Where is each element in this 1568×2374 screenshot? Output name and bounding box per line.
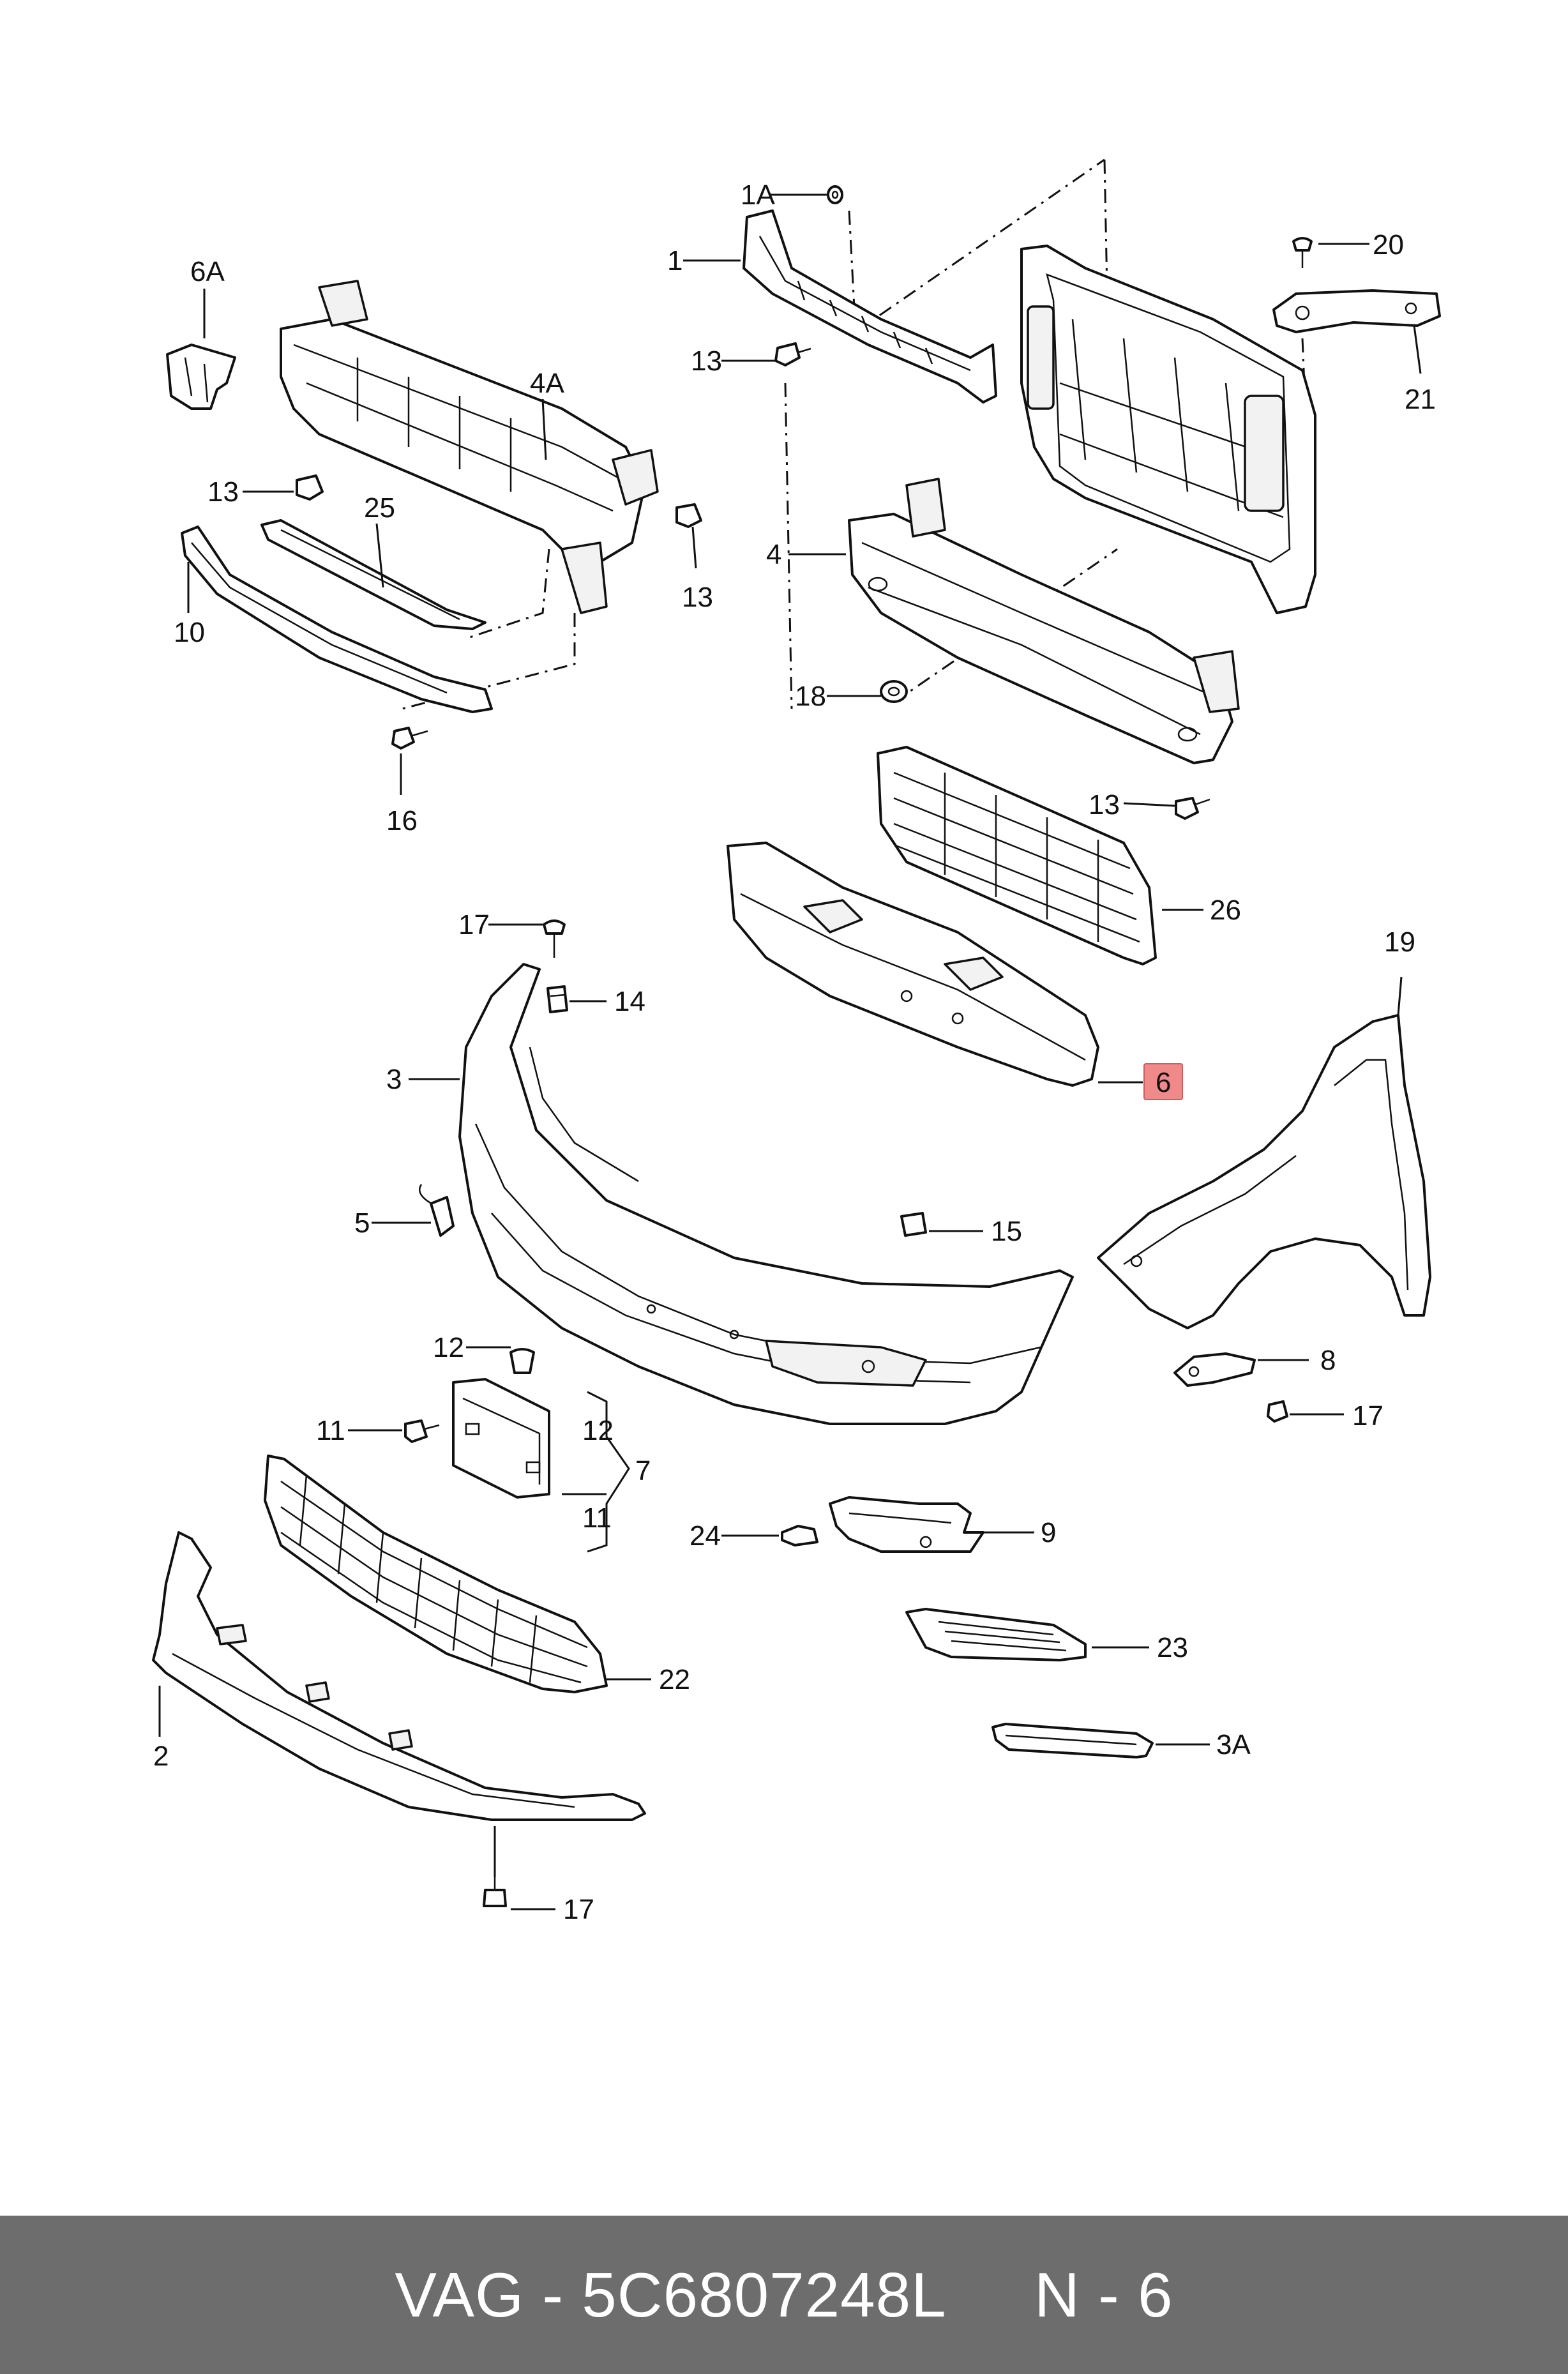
callout-6A: 6A (190, 256, 225, 287)
callout-2: 2 (153, 1741, 169, 1772)
callout-4: 4 (766, 539, 781, 570)
callout-4A: 4A (530, 368, 564, 399)
part-3-bumper-cover (458, 963, 1074, 1425)
callout-5: 5 (354, 1207, 370, 1239)
part-10-trim (181, 525, 493, 713)
part-23-grille-insert (905, 1608, 1087, 1661)
callout-16: 16 (386, 805, 418, 836)
part-13-screw-4A (675, 503, 702, 528)
callout-13-26: 13 (1089, 789, 1120, 820)
part-1A-nut (827, 185, 843, 204)
callout-1: 1 (667, 245, 682, 276)
callout-21: 21 (1405, 384, 1436, 415)
callout-17-bottom: 17 (563, 1894, 594, 1925)
callout-1A: 1A (741, 179, 775, 211)
part-25-strip (260, 519, 486, 630)
callout-13-4A: 13 (682, 582, 713, 613)
part-3A-trim (991, 1723, 1154, 1758)
part-13-screw-top (774, 342, 811, 367)
part-12-screw (509, 1348, 535, 1374)
part-4-beam (848, 478, 1240, 764)
part-7-plate-holder (452, 1378, 550, 1499)
callout-17-8: 17 (1352, 1400, 1383, 1432)
part-14-clip (547, 985, 568, 1013)
callout-14: 14 (614, 986, 645, 1017)
part-5-cap (419, 1184, 455, 1237)
part-20-screw (1292, 237, 1313, 268)
callout-15: 15 (991, 1216, 1022, 1247)
part-2-spoiler (152, 1531, 646, 1821)
callout-24: 24 (690, 1520, 721, 1552)
part-16-screw (391, 727, 428, 750)
callout-19: 19 (1384, 926, 1415, 958)
part-6A-clip (166, 344, 236, 410)
part-18-nut (880, 680, 908, 703)
callout-26: 26 (1210, 895, 1241, 926)
part-15-clip (900, 1212, 927, 1237)
callout-17-top: 17 (458, 909, 490, 941)
part-22-grille (264, 1455, 608, 1693)
callout-13-top: 13 (691, 345, 722, 377)
part-26-air-guide (877, 746, 1157, 965)
parts-diagram: 1A 1 13 20 21 6A 4A 13 25 13 10 4 18 16 … (152, 158, 1441, 1925)
part-21-bracket (1272, 289, 1441, 333)
callout-7: 7 (635, 1455, 651, 1486)
callout-11-group: 11 (582, 1502, 612, 1534)
part-19-fender (1097, 1014, 1431, 1329)
callout-3A: 3A (1216, 1729, 1251, 1760)
part-17-screw-bottom (483, 1877, 507, 1907)
part-6-absorber (727, 842, 1099, 1087)
callout-13-left: 13 (207, 476, 239, 508)
callout-22: 22 (659, 1664, 690, 1695)
callout-10: 10 (174, 617, 205, 648)
callout-11-screw: 11 (316, 1415, 345, 1446)
part-9-bracket (829, 1496, 984, 1553)
part-13-screw-left (296, 474, 324, 501)
callout-9: 9 (1041, 1517, 1056, 1548)
part-4A-beam (280, 280, 659, 614)
leader-lines (158, 193, 1422, 1910)
callout-20: 20 (1373, 229, 1404, 261)
part-8-bracket (1173, 1352, 1256, 1387)
highlight-box-6 (1143, 1063, 1183, 1100)
part-1-bracket (743, 209, 997, 404)
callout-8: 8 (1320, 1345, 1336, 1376)
part-17-screw-8 (1267, 1400, 1288, 1423)
callout-6: 6 (1156, 1067, 1171, 1098)
footer-bar: VAG - 5C6807248L N - 6 (0, 2216, 1568, 2374)
callout-12-group: 12 (582, 1415, 614, 1446)
part-24-clip (781, 1525, 818, 1546)
callout-3: 3 (386, 1064, 402, 1095)
part-lock-carrier (1020, 245, 1316, 614)
part-13-screw-26 (1175, 797, 1210, 820)
part-17-screw-top (543, 919, 566, 958)
callout-23: 23 (1157, 1632, 1188, 1663)
callout-labels: 1A 1 13 20 21 6A 4A 13 25 13 10 4 18 16 … (153, 179, 1436, 1925)
callout-25: 25 (364, 492, 395, 524)
callout-18: 18 (795, 681, 826, 712)
part-11-screw (404, 1419, 440, 1443)
callout-12-screw: 12 (433, 1332, 464, 1363)
footer-part-number: VAG - 5C6807248L N - 6 (395, 2259, 1173, 2330)
